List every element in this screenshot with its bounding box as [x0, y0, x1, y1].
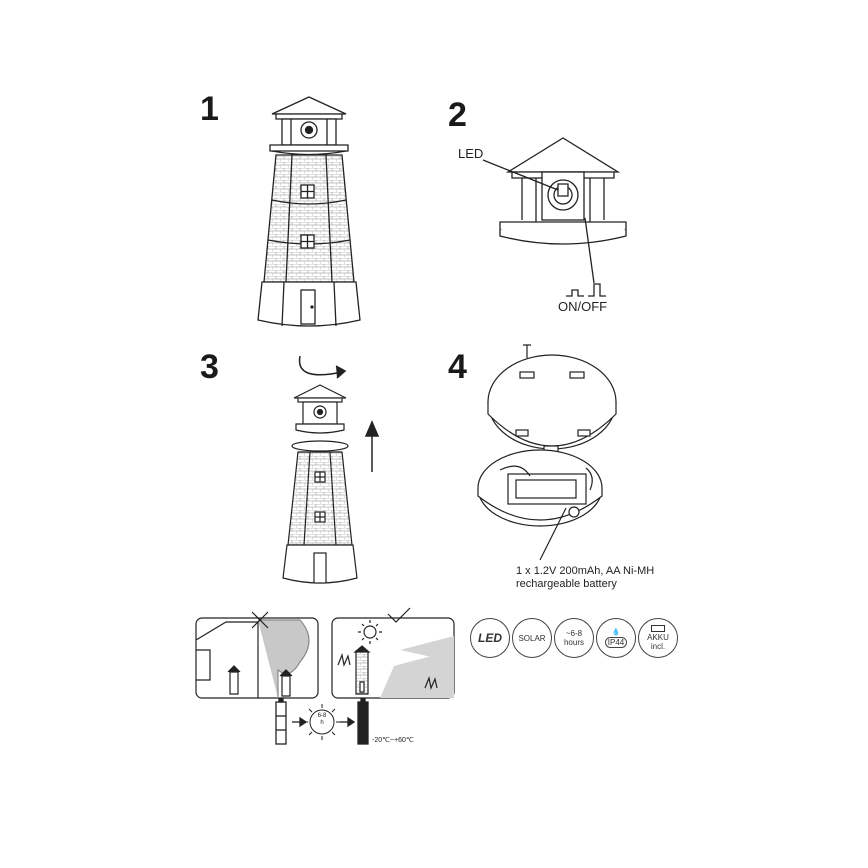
battery-spec-line2: rechargeable battery [516, 578, 617, 590]
up-arrow-icon [364, 420, 380, 472]
battery-icon [651, 625, 665, 632]
lighthouse-head-detached [293, 384, 347, 434]
temperature-range: -20℃~+60℃ [372, 737, 414, 744]
ip44-badge-text: IP44 [604, 637, 628, 648]
lighthouse-icon [257, 96, 361, 327]
solar-badge-text: SOLAR [518, 633, 546, 643]
charge-hours-value: 6-8 [317, 713, 327, 719]
sun-scene [331, 607, 455, 699]
lamp-head-icon [482, 137, 627, 284]
step-number-1: 1 [200, 90, 219, 128]
led-badge: LED [470, 618, 510, 658]
rotate-arrow-icon [298, 355, 347, 379]
led-badge-text: LED [478, 630, 502, 645]
battery-compartment-icon [477, 344, 617, 561]
switch-icon [566, 283, 606, 297]
battery-spec-line1: 1 x 1.2V 200mAh, AA Ni-MH [516, 565, 655, 577]
led-label: LED [458, 146, 484, 161]
charge-hours-unit: h [320, 720, 324, 726]
lighthouse-body-detached [282, 440, 358, 584]
solar-badge: SOLAR [512, 618, 552, 658]
shade-scene [195, 611, 319, 699]
akku-badge: AKKU incl. [638, 618, 678, 658]
hours-badge: ~6-8 hours [554, 618, 594, 658]
hours-badge-value: ~6-8 [565, 629, 583, 638]
battery-empty-icon [275, 698, 287, 745]
battery-full-icon [357, 698, 369, 745]
sun-icon [304, 704, 340, 740]
step-number-4: 4 [448, 348, 467, 386]
ip44-badge: 💧 IP44 [596, 618, 636, 658]
water-drop-icon: 💧 [611, 629, 621, 636]
step-number-2: 2 [448, 96, 467, 134]
charge-hours-label: 6-8 h [312, 713, 332, 727]
akku-badge-sub: incl. [650, 642, 666, 651]
akku-badge-text: AKKU [647, 633, 669, 642]
on-off-label: ON/OFF [558, 299, 608, 314]
arrow-icon [292, 716, 356, 728]
hours-badge-unit: hours [563, 638, 584, 647]
step-number-3: 3 [200, 348, 219, 386]
